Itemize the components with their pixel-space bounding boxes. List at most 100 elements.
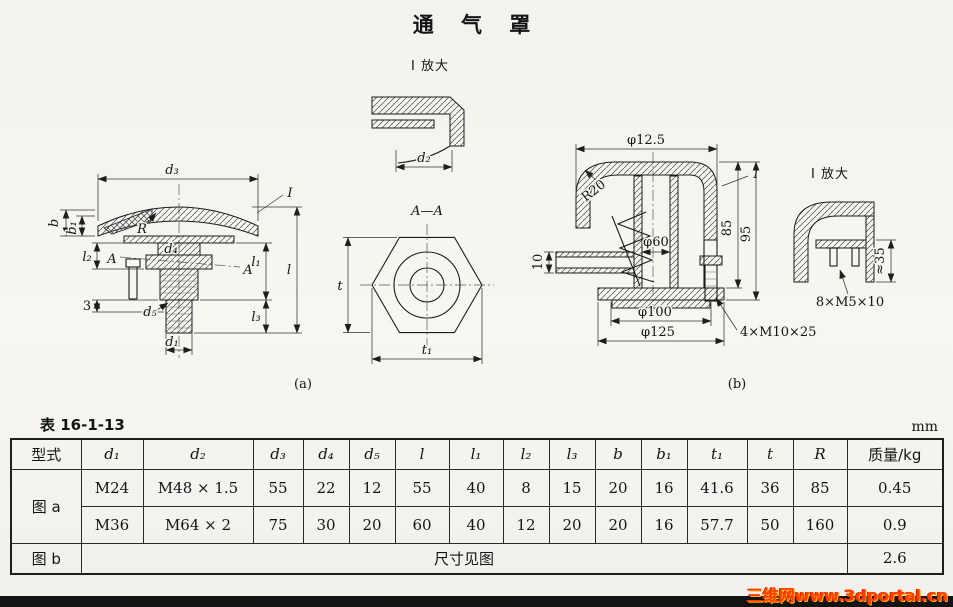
bolt-shank: [704, 264, 718, 302]
figure-b: φ12.5 R20 I φ60 10 φ100 φ125 4×M10×25: [530, 132, 818, 394]
data-cell: M64 × 2: [142, 505, 254, 544]
page-title: 通 气 罩: [412, 13, 541, 37]
data-cell: 8: [502, 468, 550, 507]
data-cell: 60: [394, 505, 450, 544]
header-cell: b: [594, 438, 642, 470]
dim-label-t: t: [337, 279, 343, 294]
dim-label-phi100: φ100: [638, 305, 672, 320]
data-cell: 12: [502, 505, 550, 544]
table-caption-row: 表 16-1-13 mm: [10, 414, 942, 438]
section-aa-label: A—A: [410, 204, 443, 219]
data-cell: 15: [548, 468, 596, 507]
dim-label-l: l: [287, 263, 291, 278]
figure-a: d₃ I b b₁ R A A l₂ 3 d₄ d₅: [46, 162, 314, 394]
flange-plate-section: [611, 299, 711, 309]
screw-spec-label: 8×M5×10: [816, 295, 884, 310]
header-cell: d₃: [252, 438, 304, 470]
data-cell: 50: [746, 505, 794, 544]
dim-label-d4: d₄: [164, 242, 178, 257]
row-label-cell: 图 b: [10, 542, 82, 575]
detail-ref-I: I: [286, 186, 293, 201]
data-cell: M48 × 1.5: [142, 468, 254, 507]
section-A-A: A—A t t₁: [336, 203, 494, 364]
pipe-wall-bottom: [555, 267, 635, 274]
dim-label-phi12-5: φ12.5: [627, 133, 665, 148]
dim-label-phi60: φ60: [643, 235, 669, 250]
data-cell: 20: [594, 505, 642, 544]
header-cell: d₄: [302, 438, 350, 470]
dim-label-85: 85: [720, 220, 735, 237]
thread-lines: [160, 274, 198, 329]
data-cell: 16: [640, 468, 688, 507]
header-cell: d₅: [348, 438, 396, 470]
inner-plate-section: [815, 239, 867, 249]
detail-I-right: I 放大 ≈35 8×M5×10: [793, 166, 896, 312]
data-cell: 22: [302, 468, 350, 507]
figure-b-caption: (b): [728, 377, 746, 392]
inner-lip-section: [371, 119, 435, 129]
header-cell: t: [746, 438, 794, 470]
side-screw: [125, 258, 141, 300]
header-cell: l₂: [502, 438, 550, 470]
header-cell: 质量/kg: [846, 438, 944, 470]
header-cell: 型式: [10, 438, 82, 470]
lip-curve: [397, 145, 451, 164]
rim-section: [371, 96, 465, 147]
data-cell: 20: [348, 505, 396, 544]
data-cell: 2.6: [846, 542, 944, 575]
table-row: 图 a M24 M48 × 1.5 55 22 12 55 40 8 15 20…: [10, 468, 944, 544]
dim-label-b: b: [47, 219, 62, 227]
data-cell: 160: [792, 505, 848, 544]
section-label-A-left: A: [106, 252, 116, 267]
bolt-head: [699, 255, 723, 266]
data-cell: 16: [640, 505, 688, 544]
watermark: 三维网www.3dportal.cn: [746, 586, 948, 605]
table-area: 表 16-1-13 mm 型式 d₁ d₂ d₃ d₄ d₅ l l₁: [10, 414, 944, 575]
data-cell: 30: [302, 505, 350, 544]
header-cell: b₁: [640, 438, 688, 470]
header-cell: d₂: [142, 438, 254, 470]
dim-label-approx35: ≈35: [873, 247, 888, 274]
dim-label-t1: t₁: [422, 343, 432, 358]
dim-label-l1: l₁: [251, 255, 260, 270]
data-cell: 20: [594, 468, 642, 507]
dim-label-b1: b₁: [65, 221, 80, 235]
bolt-spec-label: 4×M10×25: [740, 325, 816, 340]
technical-drawings: d₃ I b b₁ R A A l₂ 3 d₄ d₅: [46, 58, 896, 394]
header-cell: R: [792, 438, 848, 470]
data-cell: 55: [252, 468, 304, 507]
baffle-cone: [611, 215, 641, 287]
header-cell: t₁: [686, 438, 748, 470]
header-cell: l: [394, 438, 450, 470]
data-cell: 36: [746, 468, 794, 507]
dim-label-10: 10: [531, 254, 546, 271]
bolt-threads: [705, 271, 717, 287]
header-cell: l₃: [548, 438, 596, 470]
table-row: M36 M64 × 2 75 30 20 60 40 12 20 20 16 5…: [11, 505, 944, 544]
dim-label-3: 3: [83, 299, 91, 314]
scan-edge-bar: [0, 596, 953, 607]
dim-label-R: R: [136, 222, 147, 237]
note-cell: 尺寸见图: [80, 542, 848, 575]
table-caption: 表 16-1-13: [40, 416, 125, 434]
screws: [827, 247, 862, 267]
stem-tip-section: [165, 299, 193, 334]
data-cell: M36: [80, 505, 144, 544]
data-cell: 55: [394, 468, 450, 507]
dim-label-l2: l₂: [82, 250, 91, 265]
data-cell: M24: [80, 468, 144, 507]
data-cell: 0.9: [846, 505, 944, 544]
data-cell: 40: [448, 505, 504, 544]
dimension-table: 型式 d₁ d₂ d₃ d₄ d₅ l l₁ l₂ l₃ b b₁ t₁ t R…: [10, 438, 944, 575]
detail-I-top: I 放大 d₂: [371, 58, 465, 172]
header-row: 型式 d₁ d₂ d₃ d₄ d₅ l l₁ l₂ l₃ b b₁ t₁ t R…: [10, 438, 944, 470]
data-cell: 40: [448, 468, 504, 507]
data-cell: 41.6: [686, 468, 748, 507]
data-cell: 75: [252, 505, 304, 544]
dim-label-d3: d₃: [165, 163, 179, 178]
detail-right-label: I 放大: [811, 167, 849, 182]
row-label-cell: 图 a: [10, 468, 82, 544]
dim-label-d5: d₅: [143, 305, 157, 320]
cap-shell-section: [575, 161, 718, 241]
table-row: 图 b 尺寸见图 2.6: [10, 542, 944, 575]
